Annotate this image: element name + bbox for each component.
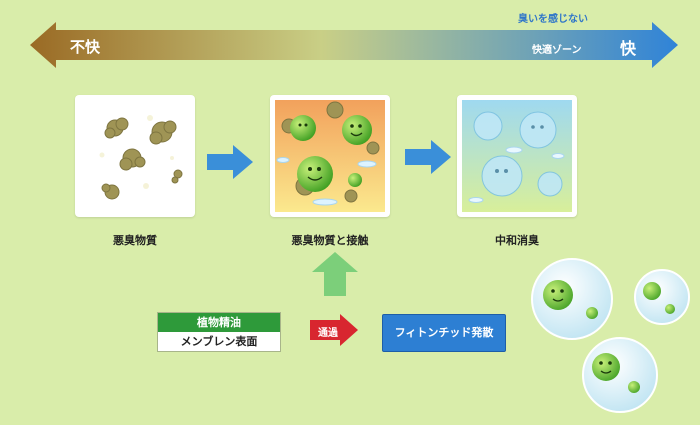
stage-2-caption: 悪臭物質と接触 — [291, 234, 369, 247]
membrane-surface-label: メンブレン表面 — [180, 335, 258, 348]
pass-through-label: 通過 — [318, 328, 338, 339]
stage-3-caption: 中和消臭 — [495, 234, 539, 247]
plant-oil-membrane-box: 植物精油 メンブレン表面 — [157, 312, 281, 352]
right-arrow-icon — [207, 145, 253, 179]
right-arrow-icon — [405, 140, 451, 174]
phytoncide-bubbles-illustration — [531, 258, 690, 413]
discomfort-label: 不快 — [70, 38, 101, 56]
pass-through-arrow-icon — [310, 314, 358, 346]
neutralization-illustration — [462, 100, 572, 212]
comfort-zone-label: 快適ゾーン — [532, 45, 582, 56]
up-arrow-icon — [312, 252, 358, 296]
contact-illustration — [275, 100, 385, 212]
plant-essential-oil-label: 植物精油 — [158, 313, 280, 332]
comfort-scale-arrow — [30, 22, 678, 68]
contact-panel — [270, 95, 390, 217]
stage-1-caption: 悪臭物質 — [113, 234, 157, 247]
no-odor-caption: 臭いを感じない — [518, 14, 588, 25]
neutralization-panel — [457, 95, 577, 217]
odor-particles-illustration — [99, 115, 183, 200]
comfort-label: 快 — [620, 39, 637, 58]
phytoncide-release-box: フィトンチッド発散 — [382, 314, 506, 352]
odor-substance-panel — [75, 95, 195, 217]
